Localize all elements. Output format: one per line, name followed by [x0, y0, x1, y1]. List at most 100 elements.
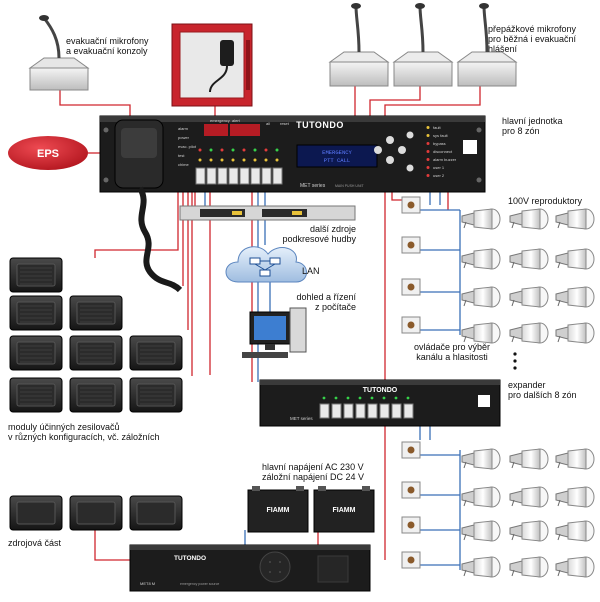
- lan-cloud: [225, 246, 307, 283]
- power-rack-model: MET8 M: [140, 581, 155, 586]
- horn-speaker: [461, 448, 501, 470]
- label-source-part: zdrojová část: [8, 538, 62, 548]
- zone-led: [242, 158, 246, 162]
- power-supply-module: [129, 495, 183, 531]
- expander-brand: TUTONDO: [363, 387, 398, 394]
- zone-button: [228, 167, 239, 185]
- expander-button: [367, 403, 378, 419]
- main-series: MET series: [300, 183, 326, 189]
- zone-button: [261, 167, 272, 185]
- status-label: alarm buzzer: [433, 157, 457, 162]
- controller-to-speaker-links: [420, 209, 461, 570]
- power-rack-caption: emergency power source: [180, 582, 219, 586]
- expander-led: [382, 396, 386, 400]
- volume-controller: [401, 316, 421, 334]
- panel-label: emergency: [210, 118, 230, 123]
- zone-led: [253, 158, 257, 162]
- horn-speaker: [509, 556, 549, 578]
- zone-button: [272, 167, 283, 185]
- hand-microphone: [114, 119, 183, 293]
- horn-speaker: [461, 248, 501, 270]
- display-line-1: EMERGENCY: [322, 149, 352, 156]
- status-led: [426, 126, 430, 129]
- status-led: [426, 158, 430, 161]
- expander-button: [355, 403, 366, 419]
- panel-label: test: [178, 153, 185, 158]
- zone-led: [209, 158, 213, 162]
- navigation-keys: [374, 131, 414, 172]
- power-rack: TUTONDO MET8 M emergency power source: [129, 544, 371, 592]
- amplifier-modules: [9, 257, 183, 413]
- status-label: bypass: [433, 141, 446, 146]
- amplifier-module: [9, 335, 63, 371]
- amplifier-module: [69, 377, 123, 413]
- volume-controller: [401, 236, 421, 254]
- volume-controller: [401, 516, 421, 534]
- zone-led: [198, 158, 202, 162]
- evacuation-cabinet: [171, 23, 253, 107]
- horn-speaker: [509, 520, 549, 542]
- horn-speaker: [555, 248, 595, 270]
- zone-button: [217, 167, 228, 185]
- main-model: MAIN PUSH UNIT: [335, 184, 364, 188]
- status-label: disconnect: [433, 149, 453, 154]
- volume-controller: [401, 481, 421, 499]
- panel-label: chime: [178, 162, 189, 167]
- status-led: [426, 174, 430, 177]
- amplifier-module: [129, 335, 183, 371]
- horn-speaker: [509, 208, 549, 230]
- volume-controller: [401, 196, 421, 214]
- zone-led: [242, 148, 246, 152]
- horn-speaker: [461, 486, 501, 508]
- zone-button: [195, 167, 206, 185]
- label-speakers: 100V reproduktory: [508, 196, 583, 206]
- panel-label: alarm: [178, 126, 189, 131]
- expander-button: [391, 403, 402, 419]
- music-source-rack: [179, 205, 356, 221]
- continuation-dots: [513, 352, 517, 370]
- panel-label: power: [178, 135, 190, 140]
- expander-led: [346, 396, 350, 400]
- zone-led: [264, 148, 268, 152]
- horn-speaker: [461, 556, 501, 578]
- horn-speaker: [555, 520, 595, 542]
- horn-speaker: [461, 520, 501, 542]
- main-brand: TUTONDO: [296, 120, 344, 130]
- amplifier-module: [9, 295, 63, 331]
- expander-button: [403, 403, 414, 419]
- status-label: fault: [433, 125, 441, 130]
- zone-button: [250, 167, 261, 185]
- power-supply-modules: [9, 495, 183, 531]
- battery-brand: FIAMM: [267, 507, 290, 514]
- horn-speaker: [509, 248, 549, 270]
- pc-workstation: [242, 307, 307, 358]
- status-led: [426, 134, 430, 137]
- zone-led: [220, 148, 224, 152]
- battery-brand: FIAMM: [333, 507, 356, 514]
- expander-series: MET series: [290, 416, 313, 421]
- expander-led: [370, 396, 374, 400]
- zone-led: [275, 158, 279, 162]
- volume-controller: [401, 441, 421, 459]
- amplifier-module: [9, 257, 63, 293]
- zone-led: [231, 148, 235, 152]
- power-supply-module: [69, 495, 123, 531]
- expander-led: [358, 396, 362, 400]
- panel-label: evac. pilot: [178, 144, 197, 149]
- zone-led: [198, 148, 202, 152]
- power-rack-brand: TUTONDO: [174, 555, 206, 562]
- batteries: FIAMM FIAMM: [247, 486, 375, 533]
- eps-badge: EPS: [8, 136, 103, 170]
- expander-led: [334, 396, 338, 400]
- paging-microphones: [328, 3, 518, 87]
- zone-led: [220, 158, 224, 162]
- horn-speaker: [555, 208, 595, 230]
- expander-button: [343, 403, 354, 419]
